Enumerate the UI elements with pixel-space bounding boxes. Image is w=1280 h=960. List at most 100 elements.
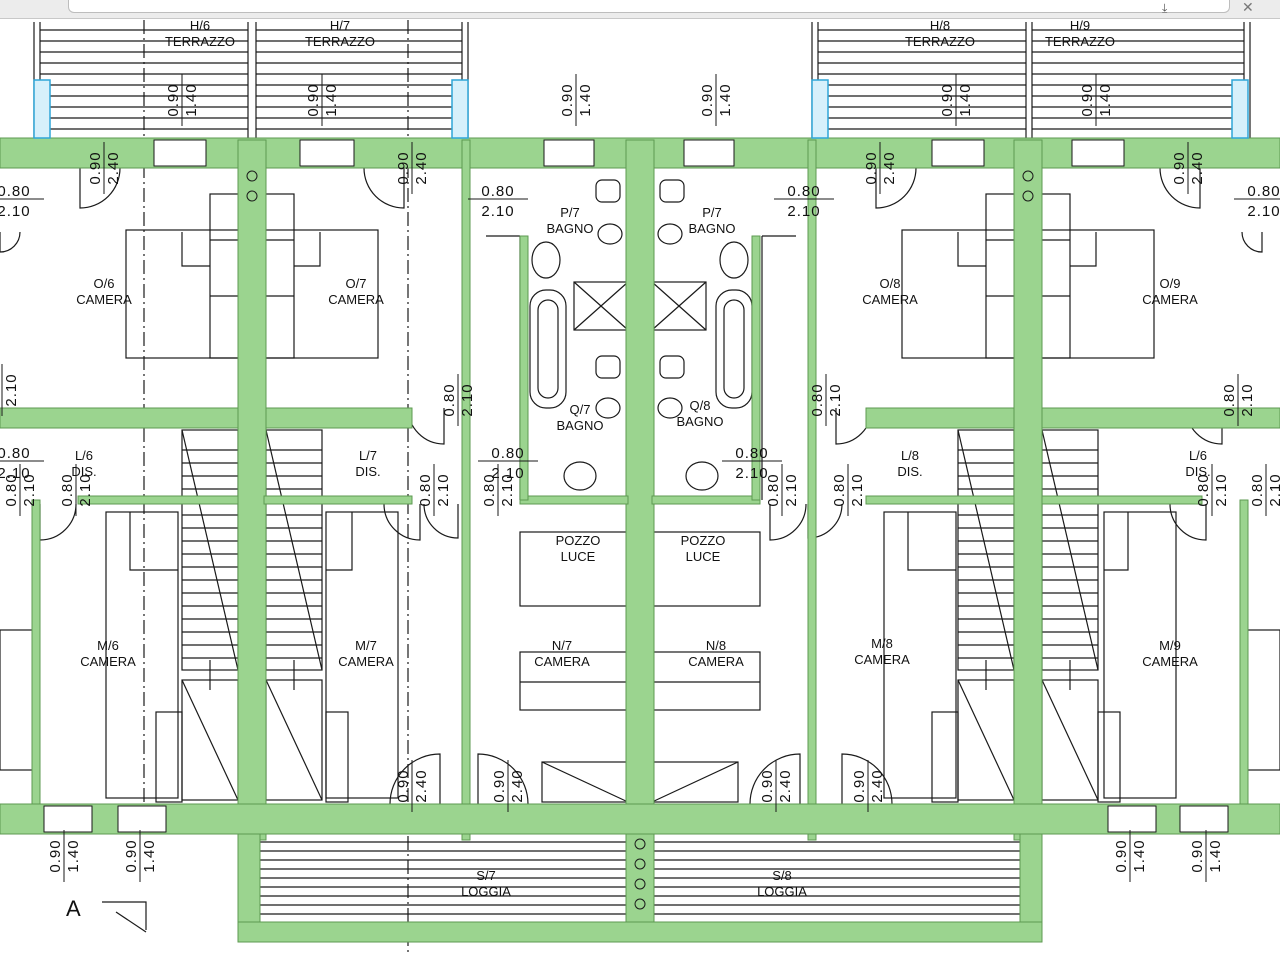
- dimension-width: 0.90: [1189, 839, 1206, 872]
- dimension-height: 1.40: [1207, 839, 1224, 872]
- dimension-height: 2.10: [0, 465, 31, 482]
- room-label-10-name: BAGNO: [557, 418, 604, 433]
- door-dimension-h-0: 0.802.10: [0, 183, 44, 220]
- loggia-decking: [260, 841, 1020, 915]
- room-label-12-name: DIS.: [71, 464, 96, 479]
- dimension-width: 0.80: [491, 445, 524, 462]
- room-label-17-code: POZZO: [681, 533, 726, 548]
- room-label-24-name: LOGGIA: [461, 884, 511, 899]
- room-label-21-code: N/8: [706, 638, 726, 653]
- dimension-width: 0.90: [939, 83, 956, 116]
- room-label-24-code: S/7: [476, 868, 496, 883]
- room-label-6-code: O/8: [880, 276, 901, 291]
- room-label-16-name: LUCE: [561, 549, 596, 564]
- dimension-height: 1.40: [1131, 839, 1148, 872]
- plan-linework: [0, 20, 1280, 955]
- room-label-4-name: CAMERA: [76, 292, 132, 307]
- room-label-22-name: CAMERA: [854, 652, 910, 667]
- room-label-18-code: M/6: [97, 638, 119, 653]
- dimension-width: 0.90: [559, 83, 576, 116]
- dimension-height: 2.10: [849, 473, 866, 506]
- room-label-3-code: H/9: [1070, 18, 1090, 33]
- room-label-2-name: TERRAZZO: [905, 34, 975, 49]
- dimension-width: 0.80: [3, 473, 20, 506]
- dimension-height: 2.40: [777, 769, 794, 802]
- dimension-height: 1.40: [1097, 83, 1114, 116]
- dimension-width: 0.80: [481, 473, 498, 506]
- dimension-width: 0.90: [123, 839, 140, 872]
- dimension-height: 2.40: [1189, 151, 1206, 184]
- dimension-width: 0.80: [481, 183, 514, 200]
- door-dimension-h-1: 0.802.10: [468, 183, 528, 220]
- dimension-height: 1.40: [65, 839, 82, 872]
- plan-labels: A H/6TERRAZZOH/7TERRAZZOH/8TERRAZZOH/9TE…: [0, 18, 1280, 921]
- room-label-15-code: L/6: [1189, 448, 1207, 463]
- room-label-7-code: O/9: [1160, 276, 1181, 291]
- dimension-height: 2.10: [1247, 203, 1280, 220]
- dimension-height: 1.40: [141, 839, 158, 872]
- download-icon[interactable]: ⤓: [1162, 1, 1168, 15]
- dimension-height: 2.10: [21, 473, 38, 506]
- room-label-6-name: CAMERA: [862, 292, 918, 307]
- close-icon[interactable]: ✕: [1242, 0, 1254, 15]
- door-dimension-h-2: 0.802.10: [774, 183, 834, 220]
- room-label-1-name: TERRAZZO: [305, 34, 375, 49]
- dimension-height: 2.40: [869, 769, 886, 802]
- dimension-width: 0.80: [831, 473, 848, 506]
- room-label-9-name: BAGNO: [689, 221, 736, 236]
- dimension-height: 2.10: [499, 473, 516, 506]
- room-label-3-name: TERRAZZO: [1045, 34, 1115, 49]
- room-label-14-code: L/8: [901, 448, 919, 463]
- room-label-5-code: O/7: [346, 276, 367, 291]
- dimension-width: 0.90: [759, 769, 776, 802]
- room-label-0-name: TERRAZZO: [165, 34, 235, 49]
- room-label-23-code: M/9: [1159, 638, 1181, 653]
- dimension-width: 0.90: [1171, 151, 1188, 184]
- room-label-13-name: DIS.: [355, 464, 380, 479]
- room-label-20-code: N/7: [552, 638, 572, 653]
- address-field[interactable]: [68, 0, 1230, 13]
- room-label-20-name: CAMERA: [534, 654, 590, 669]
- room-label-23-name: CAMERA: [1142, 654, 1198, 669]
- dimension-width: 0.80: [0, 445, 31, 462]
- room-label-25-name: LOGGIA: [757, 884, 807, 899]
- room-label-10-code: Q/7: [570, 402, 591, 417]
- dimension-height: 2.10: [3, 373, 20, 406]
- dimension-width: 0.90: [87, 151, 104, 184]
- dimension-width: 0.90: [1113, 839, 1130, 872]
- dimension-height: 1.40: [183, 83, 200, 116]
- terrace-windows: [33, 79, 1249, 139]
- room-label-0-code: H/6: [190, 18, 210, 33]
- dimension-width: 0.80: [0, 183, 31, 200]
- room-label-2-code: H/8: [930, 18, 950, 33]
- dimension-height: 2.10: [827, 383, 844, 416]
- dimension-width: 0.90: [395, 769, 412, 802]
